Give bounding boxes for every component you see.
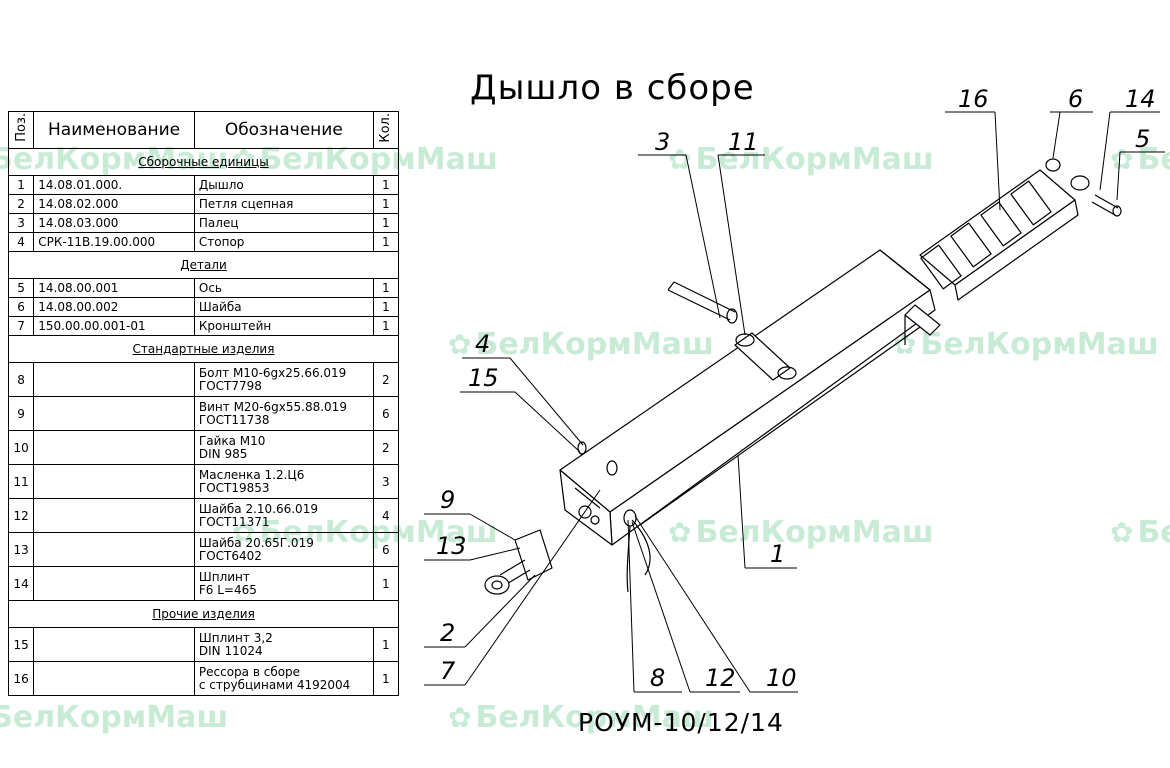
callout-12: 12 [705,664,736,692]
callout-2: 2 [440,619,456,647]
watermark: ✿БелКормМаш [448,700,714,735]
watermark: ✿БелКормМаш [1110,515,1170,550]
callout-13: 13 [436,532,467,560]
callout-16: 16 [958,85,989,113]
header-qty: Кол. [372,111,400,149]
callout-5: 5 [1135,125,1151,153]
watermark: ✿БелКормМаш [668,515,934,550]
section-title: Сборочные единицы [8,148,399,176]
parts-table: Поз. Наименование Обозначение Кол. Сборо… [7,111,400,696]
section-title: Стандартные изделия [8,335,399,363]
header-name: Наименование [33,111,195,149]
axle [1091,194,1122,217]
callout-9: 9 [440,486,456,514]
side-bracket [904,304,941,345]
washer [1045,158,1061,172]
callout-8: 8 [650,664,666,692]
section-title: Детали [8,251,399,279]
pin [667,281,738,324]
top-bracket [734,332,797,381]
leaf-spring [919,169,1090,301]
callout-1: 1 [770,540,786,568]
header-designation: Обозначение [193,111,374,149]
table-header: Поз. Наименование Обозначение Кол. [7,111,400,149]
stopper-chain [577,441,651,593]
callout-4: 4 [475,330,491,358]
drawing-title: Дышло в сборе [470,68,755,108]
leader-lines [424,111,1165,693]
section-title: Прочие изделия [8,600,399,628]
watermark: ✿БелКормМаш [448,327,714,362]
watermark: БелКормМаш [0,700,229,735]
callout-15: 15 [468,364,499,392]
callout-14: 14 [1125,85,1156,113]
callout-6: 6 [1068,85,1084,113]
drawbar-body [559,249,936,546]
hitch-loop [484,529,553,595]
watermark: ✿БелКормМаш [1110,142,1170,177]
callout-10: 10 [766,664,797,692]
watermark: ✿БелКормМаш [668,142,934,177]
callout-7: 7 [440,657,456,685]
header-pos: Поз. [7,111,35,149]
callout-3: 3 [655,128,671,156]
callout-11: 11 [728,128,759,156]
model-label: РОУМ-10/12/14 [578,708,784,737]
